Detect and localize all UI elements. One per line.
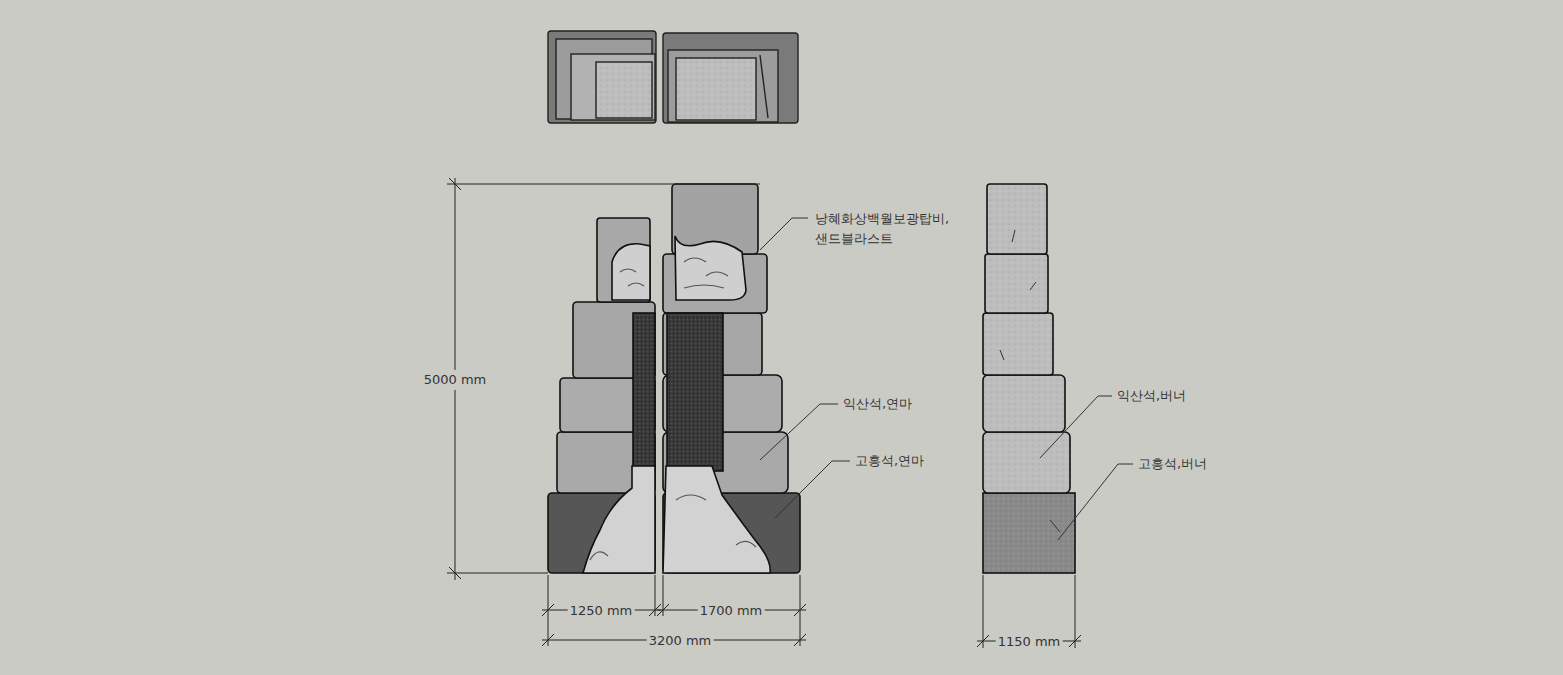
dimension-lines xyxy=(447,178,1081,648)
callout-label: 익산석,버너 xyxy=(1117,386,1186,406)
callout-label: 익산석,연마 xyxy=(843,394,912,414)
callout-label: 고흥석,버너 xyxy=(1138,454,1207,474)
side-elevation xyxy=(983,184,1075,573)
callout-label: 고흥석,연마 xyxy=(855,451,924,471)
callout-label: 낭혜화상백월보광탑비, 샌드블라스트 xyxy=(815,209,949,249)
plan-view xyxy=(548,31,798,123)
leader-lines xyxy=(760,218,1133,540)
dimension-label: 3200 mm xyxy=(647,631,714,651)
dimension-label: 1700 mm xyxy=(698,601,765,621)
dimension-label: 1250 mm xyxy=(568,601,635,621)
dimension-label: 5000 mm xyxy=(422,370,489,390)
front-elevation xyxy=(548,184,800,573)
dimension-label: 1150 mm xyxy=(996,632,1063,652)
